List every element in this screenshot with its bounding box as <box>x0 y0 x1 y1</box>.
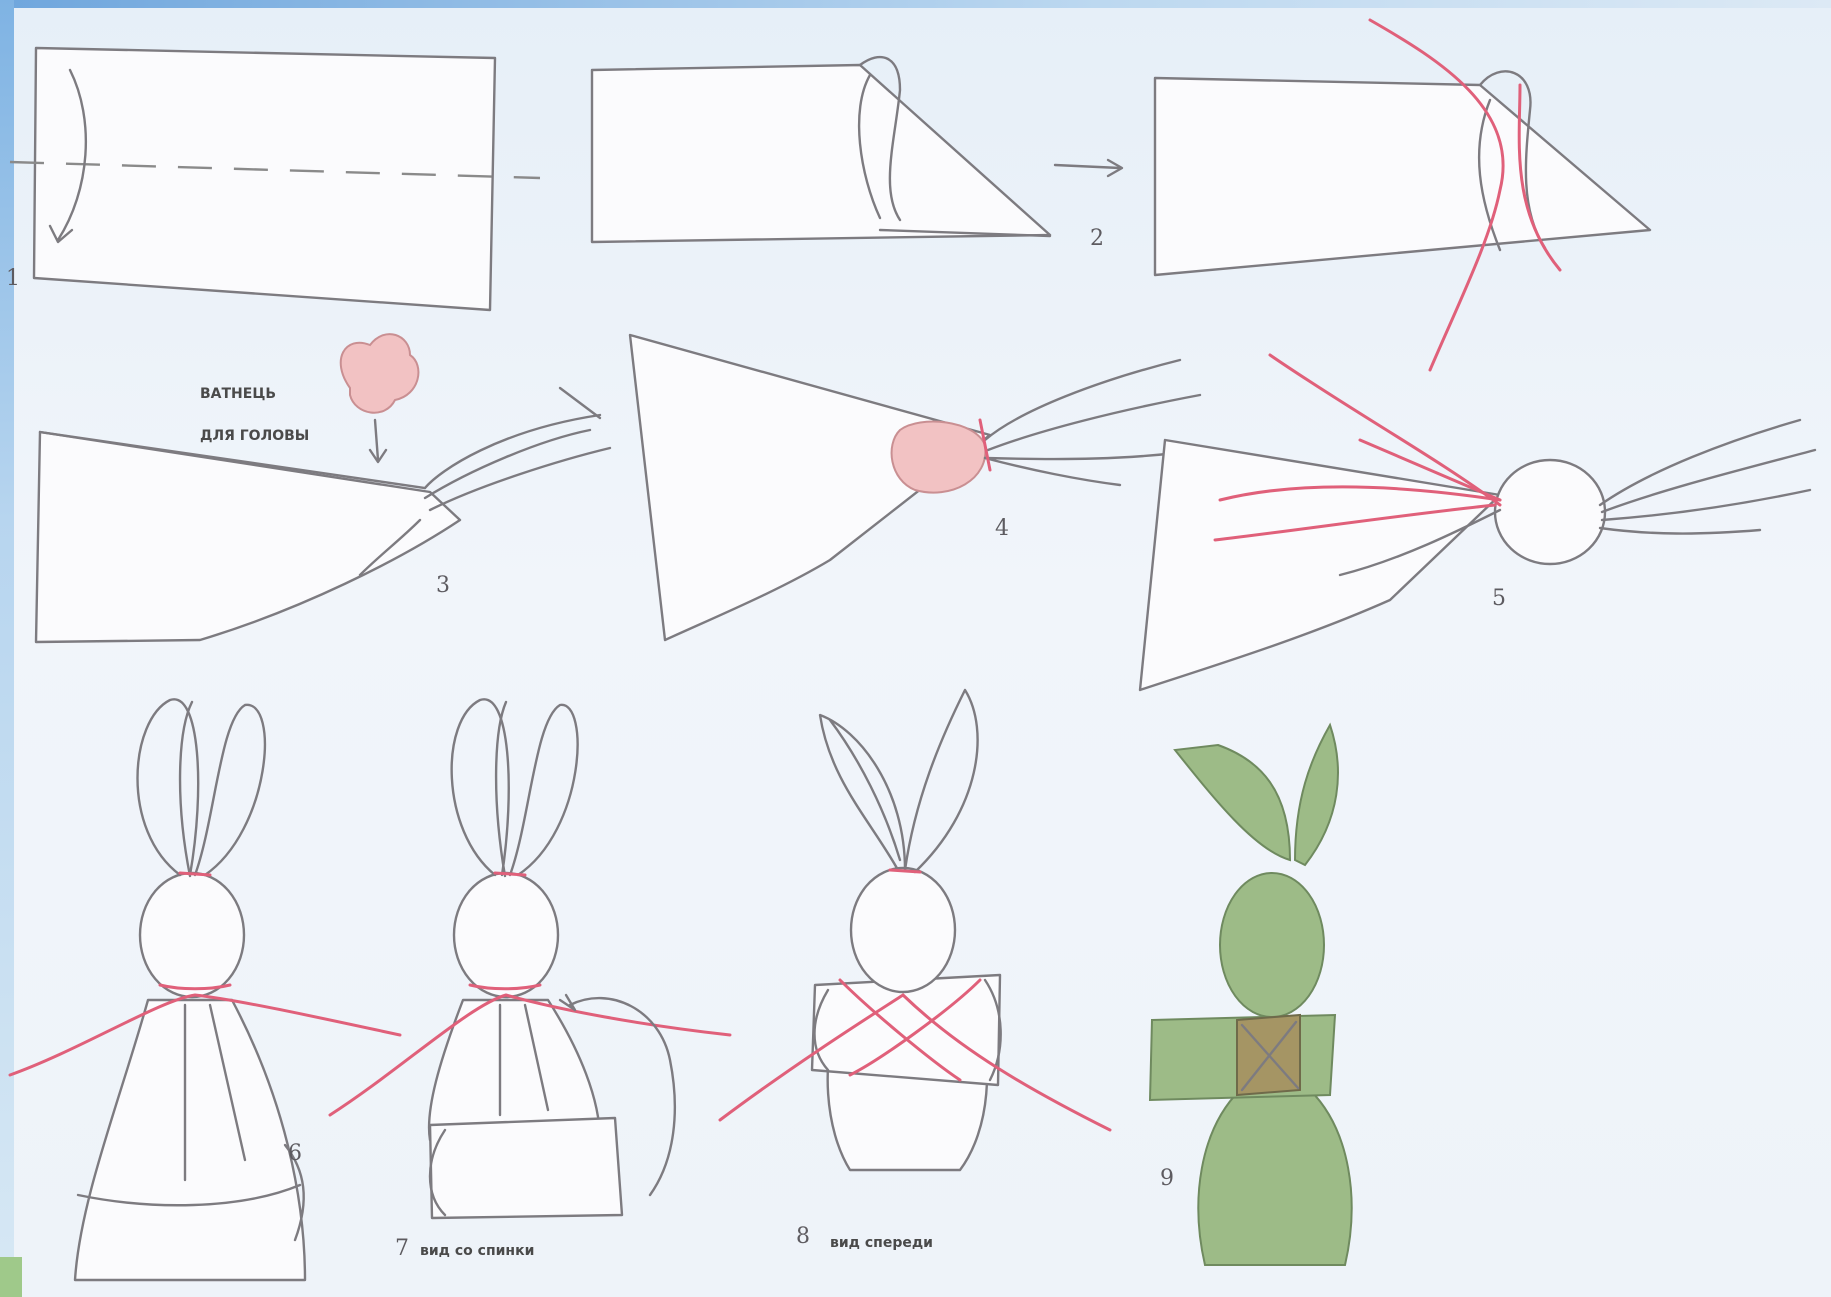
cotton-label-line2: ДЛЯ ГОЛОВЫ <box>200 428 309 444</box>
step-9-number: 9 <box>1160 1166 1174 1191</box>
step-4-wrapped-head: 4 <box>630 335 1200 640</box>
step-5-tied-head: 5 <box>1140 355 1815 690</box>
step-1-number: 1 <box>6 266 20 291</box>
step-6-number: 6 <box>288 1141 302 1166</box>
step-8-front-view: 8 вид спереди <box>720 690 1110 1251</box>
step-1-fabric-rectangle: 1 <box>6 48 540 310</box>
step-7-caption: вид со спинки <box>420 1243 534 1259</box>
step-3-number: 3 <box>436 573 450 598</box>
step-7-number: 7 <box>395 1236 409 1261</box>
step-3-cotton-head: ВАТНЕЦЬ ДЛЯ ГОЛОВЫ 3 <box>36 334 610 642</box>
step-2-number: 2 <box>1090 226 1104 251</box>
step-8-number: 8 <box>796 1224 810 1249</box>
step-6-bunny-body: 6 <box>10 699 400 1280</box>
step-2-tied-fabric <box>1155 20 1650 370</box>
step-2-folded-fabric: 2 <box>592 57 1122 251</box>
step-5-number: 5 <box>1492 586 1506 611</box>
step-8-caption: вид спереди <box>830 1235 933 1251</box>
step-7-back-view: 7 вид со спинки <box>330 699 730 1261</box>
corner-green-accent <box>0 1257 22 1297</box>
cotton-label-line1: ВАТНЕЦЬ <box>200 386 276 402</box>
step-9-finished-bunny: 9 <box>1150 725 1352 1265</box>
step-4-number: 4 <box>995 516 1009 541</box>
